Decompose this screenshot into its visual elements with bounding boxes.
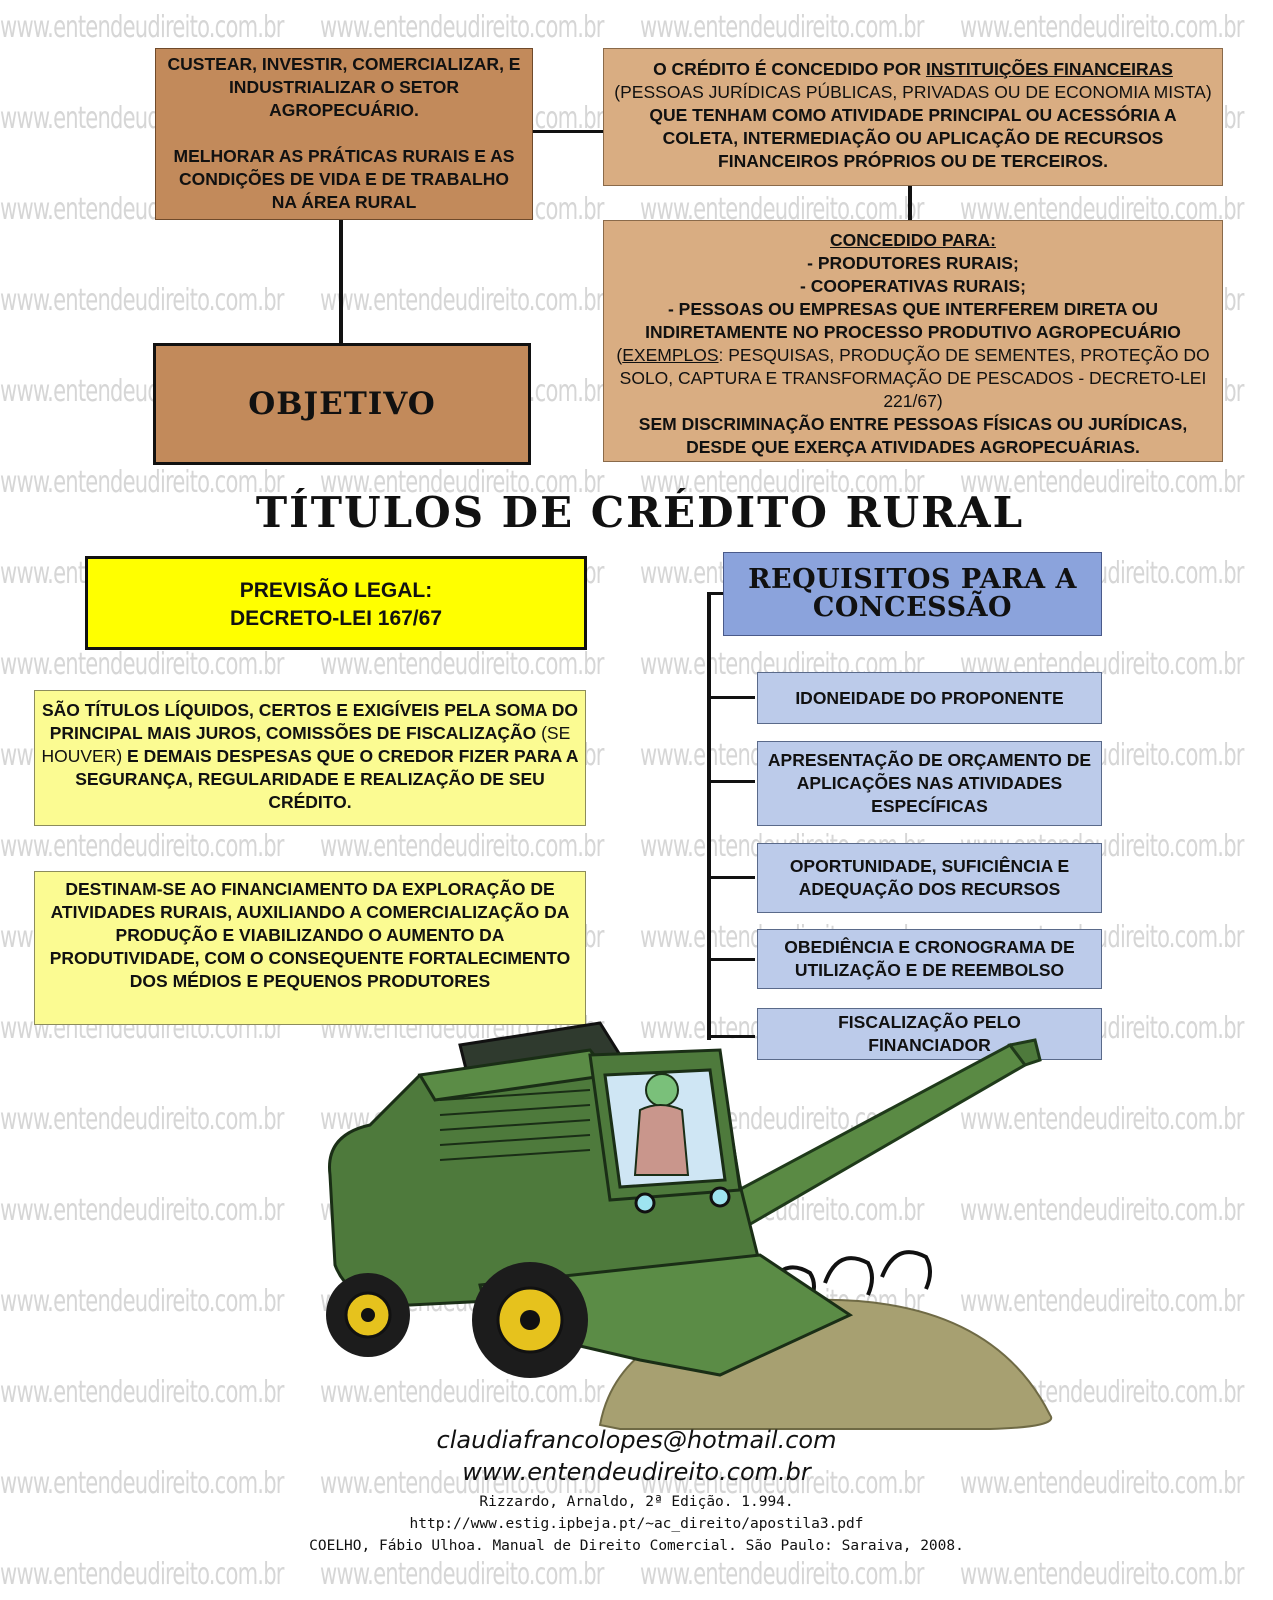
watermark-text: www.entendeudireito.com.br	[640, 10, 924, 45]
concedido-closing: SEM DISCRIMINAÇÃO ENTRE PESSOAS FÍSICAS …	[638, 414, 1188, 457]
requisito-item-5: FISCALIZAÇÃO PELO FINANCIADOR	[757, 1008, 1102, 1060]
requisito-text-3: OPORTUNIDADE, SUFICIÊNCIA E ADEQUAÇÃO DO…	[789, 856, 1070, 899]
connector-credito-vertical	[908, 186, 912, 220]
connector-req-3	[707, 876, 755, 879]
requisito-item-4: OBEDIÊNCIA E CRONOGRAMA DE UTILIZAÇÃO E …	[757, 929, 1102, 989]
watermark-text: www.entendeudireito.com.br	[320, 283, 604, 318]
liquidos-se-houver: (SE HOUVER)	[41, 723, 571, 766]
combine-harvester-icon	[326, 1021, 1053, 1430]
watermark-text: www.entendeudireito.com.br	[640, 1557, 924, 1592]
watermark-text: www.entendeudireito.com.br	[0, 10, 284, 45]
watermark-text: www.entendeudireito.com.br	[0, 1284, 284, 1319]
requisito-text-5: FISCALIZAÇÃO PELO FINANCIADOR	[838, 1012, 1021, 1055]
concedido-item-2: - COOPERATIVAS RURAIS;	[800, 276, 1026, 296]
concedido-exemplos: (EXEMPLOS: PESQUISAS, PRODUÇÃO DE SEMENT…	[612, 344, 1214, 413]
watermark-text: www.entendeudireito.com.br	[320, 829, 604, 864]
titulos-liquidos-box: SÃO TÍTULOS LÍQUIDOS, CERTOS E EXIGÍVEIS…	[34, 690, 586, 826]
objetivo-label: OBJETIVO	[248, 385, 436, 422]
footer-ref-1: Rizzardo, Arnaldo, 2ª Edição. 1.994.	[479, 1494, 794, 1510]
credito-pessoas-juridicas: (PESSOAS JURÍDICAS PÚBLICAS, PRIVADAS OU…	[614, 82, 1212, 102]
requisito-text-2: APRESENTAÇÃO DE ORÇAMENTO DE APLICAÇÕES …	[767, 750, 1092, 816]
credito-instituicoes: INSTITUIÇÕES FINANCEIRAS	[925, 59, 1173, 79]
watermark-text: www.entendeudireito.com.br	[960, 1557, 1244, 1592]
destinam-se-box: DESTINAM-SE AO FINANCIAMENTO DA EXPLORAÇ…	[34, 871, 586, 1025]
requisito-item-2: APRESENTAÇÃO DE ORÇAMENTO DE APLICAÇÕES …	[757, 741, 1102, 826]
concedido-para-box: CONCEDIDO PARA: - PRODUTORES RURAIS; - C…	[603, 220, 1223, 462]
concedido-title: CONCEDIDO PARA:	[830, 230, 996, 250]
watermark-text: www.entendeudireito.com.br	[0, 283, 284, 318]
objetivo-para-2: MELHORAR AS PRÁTICAS RURAIS E AS CONDIÇÕ…	[173, 146, 515, 212]
connector-req-5	[707, 1035, 755, 1038]
watermark-text: www.entendeudireito.com.br	[320, 10, 604, 45]
watermark-text: www.entendeudireito.com.br	[0, 829, 284, 864]
unloading-auger	[717, 1043, 1028, 1233]
objetivo-para-1: CUSTEAR, INVESTIR, COMERCIALIZAR, E INDU…	[167, 54, 521, 120]
previsao-line-2: DECRETO-LEI 167/67	[229, 607, 443, 630]
credito-concedido-box: O CRÉDITO É CONCEDIDO POR INSTITUIÇÕES F…	[603, 48, 1223, 186]
liquidos-text-3: E DEMAIS DESPESAS QUE O CREDOR FIZER PAR…	[75, 746, 579, 812]
concedido-item-3: - PESSOAS OU EMPRESAS QUE INTERFEREM DIR…	[645, 299, 1181, 342]
requisito-item-3: OPORTUNIDADE, SUFICIÊNCIA E ADEQUAÇÃO DO…	[757, 843, 1102, 913]
connector-req-2	[707, 780, 755, 783]
requisito-item-1: IDONEIDADE DO PROPONENTE	[757, 672, 1102, 724]
liquidos-text-1: SÃO TÍTULOS LÍQUIDOS, CERTOS E EXIGÍVEIS…	[41, 700, 579, 743]
requisitos-title: REQUISITOS PARA A CONCESSÃO	[748, 564, 1077, 623]
watermark-text: www.entendeudireito.com.br	[960, 10, 1244, 45]
watermark-text: www.entendeudireito.com.br	[0, 1102, 284, 1137]
connector-requisitos-trunk	[707, 592, 711, 1040]
requisito-text-4: OBEDIÊNCIA E CRONOGRAMA DE UTILIZAÇÃO E …	[784, 937, 1075, 980]
previsao-line-1: PREVISÃO LEGAL:	[239, 579, 433, 602]
connector-top-horizontal	[533, 130, 603, 133]
concedido-item-1: - PRODUTORES RURAIS;	[807, 253, 1019, 273]
exemplos-open: (	[616, 345, 623, 365]
footer-ref-2: http://www.estig.ipbeja.pt/~ac_direito/a…	[409, 1516, 864, 1532]
watermark-text: www.entendeudireito.com.br	[0, 1193, 284, 1228]
watermark-text: www.entendeudireito.com.br	[0, 1557, 284, 1592]
front-wheel	[472, 1262, 588, 1378]
rear-wheel	[326, 1273, 410, 1357]
requisitos-title-box: REQUISITOS PARA A CONCESSÃO	[723, 552, 1102, 636]
credito-text-4: QUE TENHAM COMO ATIVIDADE PRINCIPAL OU A…	[649, 105, 1177, 171]
main-title: TÍTULOS DE CRÉDITO RURAL	[255, 488, 1025, 537]
watermark-text: www.entendeudireito.com.br	[0, 1375, 284, 1410]
connector-req-4	[707, 958, 755, 961]
previsao-legal-box: PREVISÃO LEGAL: DECRETO-LEI 167/67	[85, 556, 587, 650]
watermark-text: www.entendeudireito.com.br	[0, 647, 284, 682]
watermark-text: www.entendeudireito.com.br	[320, 1557, 604, 1592]
headlight-left	[634, 1192, 656, 1214]
exemplos-label: EXEMPLOS	[622, 345, 719, 365]
exemplos-text: : PESQUISAS, PRODUÇÃO DE SEMENTES, PROTE…	[619, 345, 1210, 411]
watermark-text: www.entendeudireito.com.br	[320, 647, 604, 682]
credito-text-1: O CRÉDITO É CONCEDIDO POR	[653, 59, 926, 79]
headlight-right	[709, 1186, 731, 1208]
connector-objetivo-vertical	[339, 218, 343, 346]
requisito-text-1: IDONEIDADE DO PROPONENTE	[795, 687, 1064, 708]
footer-ref-3: COELHO, Fábio Ulhoa. Manual de Direito C…	[309, 1538, 964, 1554]
connector-req-1	[707, 696, 755, 699]
footer-site: www.entendeudireito.com.br	[462, 1458, 811, 1486]
connector-requisitos-top	[707, 592, 725, 595]
footer-email: claudiafrancolopes@hotmail.com	[436, 1426, 837, 1454]
objetivo-label-box: OBJETIVO	[153, 343, 531, 465]
objetivo-description-box: CUSTEAR, INVESTIR, COMERCIALIZAR, E INDU…	[155, 48, 533, 220]
